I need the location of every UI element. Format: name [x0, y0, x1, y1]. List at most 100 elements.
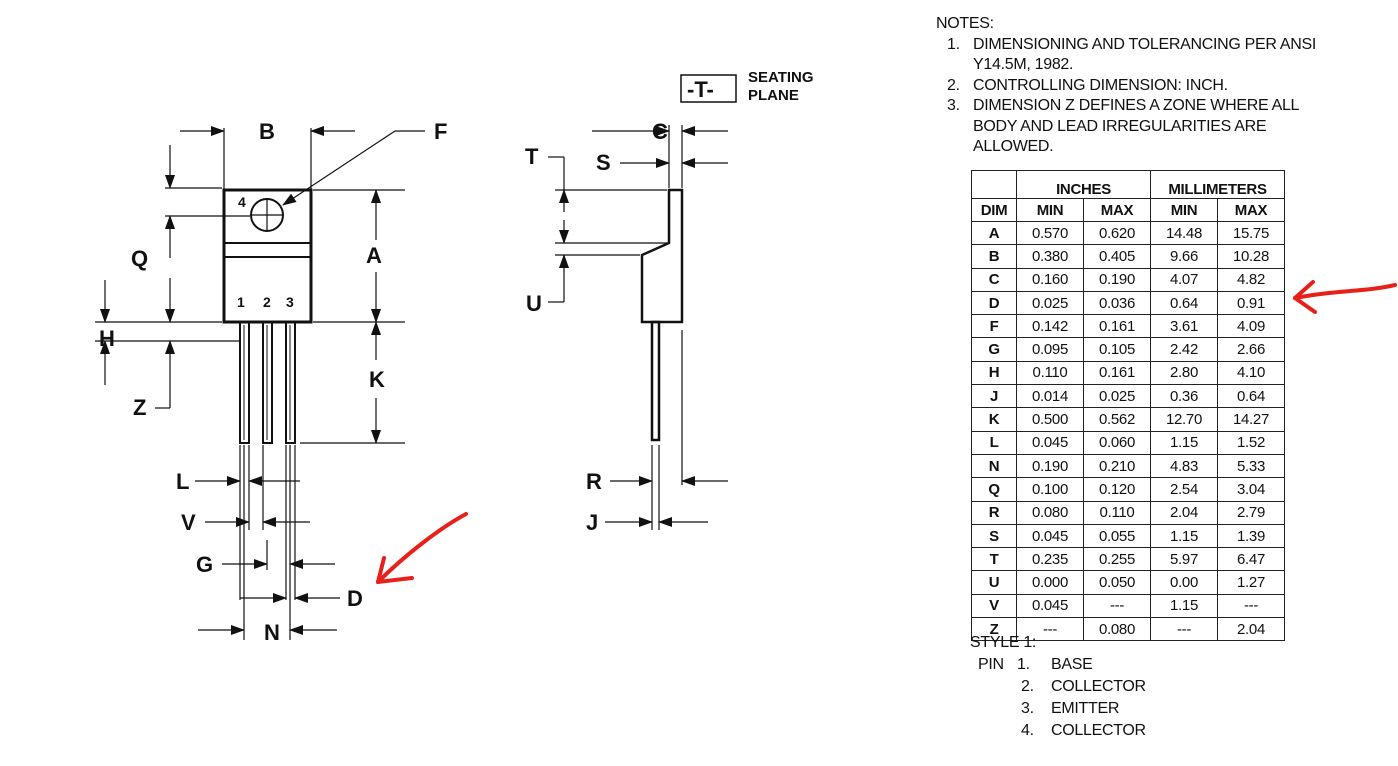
dim-letter-cell: U — [971, 570, 1017, 595]
red-annotation-arrow-table — [1293, 280, 1397, 314]
label-k: K — [369, 367, 385, 392]
pin-number-4: 4 — [238, 194, 246, 210]
dim-value-cell: 4.83 — [1150, 454, 1218, 479]
dim-value-cell: 0.105 — [1083, 337, 1151, 362]
dim-value-cell: 1.52 — [1217, 431, 1285, 455]
note-item: 3.DIMENSION Z DEFINES A ZONE WHERE ALL B… — [947, 97, 1299, 155]
dim-value-cell: 4.09 — [1217, 314, 1285, 339]
leads — [239, 321, 296, 444]
label-d: D — [347, 586, 363, 611]
dim-value-cell: 0.014 — [1016, 384, 1084, 409]
label-b: B — [259, 119, 275, 144]
group-header-inches: INCHES — [1016, 170, 1151, 199]
dim-letter-cell: H — [971, 361, 1017, 386]
pin-row: 2. COLLECTOR — [970, 676, 1146, 698]
dim-letter-cell: Z — [971, 617, 1017, 642]
dim-value-cell: 0.055 — [1083, 524, 1151, 549]
dim-value-cell: 0.110 — [1083, 501, 1151, 525]
pin-number: 1. — [1017, 656, 1030, 673]
pin-number-3: 3 — [286, 294, 294, 310]
dim-value-cell: 2.04 — [1217, 617, 1285, 642]
dim-value-cell: 2.80 — [1150, 361, 1218, 386]
label-t: T — [525, 144, 539, 169]
pin-row: 3. EMITTER — [970, 698, 1119, 720]
dim-value-cell: 0.161 — [1083, 361, 1151, 386]
label-c: C — [652, 119, 668, 144]
column-header-mm-min: MIN — [1150, 198, 1218, 222]
dim-value-cell: 0.210 — [1083, 454, 1151, 479]
label-r: R — [586, 469, 602, 494]
dim-letter-cell: F — [971, 314, 1017, 339]
dim-value-cell: 1.15 — [1150, 431, 1218, 455]
dim-value-cell: 6.47 — [1217, 547, 1285, 572]
dim-letter-cell: T — [971, 547, 1017, 572]
notes-heading: NOTES: — [936, 15, 994, 32]
note-item: 2.CONTROLLING DIMENSION: INCH. — [947, 76, 1228, 94]
label-h: H — [99, 326, 115, 351]
dim-letter-cell: Q — [971, 477, 1017, 502]
dim-value-cell: 1.27 — [1217, 570, 1285, 595]
dim-value-cell: 0.500 — [1016, 407, 1084, 432]
dim-value-cell: 0.060 — [1083, 431, 1151, 455]
dim-value-cell: 0.620 — [1083, 221, 1151, 246]
side-view — [548, 74, 737, 530]
dim-value-cell: 0.161 — [1083, 314, 1151, 339]
dim-value-cell: 0.045 — [1016, 431, 1084, 455]
column-header-in-max: MAX — [1083, 198, 1151, 222]
pin-row: 4. COLLECTOR — [970, 720, 1146, 742]
seating-plane-line2: PLANE — [748, 87, 799, 104]
dim-value-cell: 0.190 — [1016, 454, 1084, 479]
label-f: F — [434, 119, 447, 144]
dim-value-cell: 0.142 — [1016, 314, 1084, 339]
dim-value-cell: --- — [1150, 617, 1218, 642]
note-item: 1.DIMENSIONING AND TOLERANCING PER ANSI … — [947, 35, 1317, 74]
label-s: S — [596, 150, 611, 175]
pin-name: EMITTER — [1051, 700, 1120, 717]
notes-list: 1.DIMENSIONING AND TOLERANCING PER ANSI … — [936, 35, 1336, 158]
dim-value-cell: 0.380 — [1016, 244, 1084, 269]
dim-value-cell: 4.10 — [1217, 361, 1285, 386]
dim-letter-cell: A — [971, 221, 1017, 246]
dim-value-cell: 0.050 — [1083, 570, 1151, 595]
dim-value-cell: 3.04 — [1217, 477, 1285, 502]
dim-value-cell: 4.82 — [1217, 268, 1285, 292]
label-n: N — [264, 620, 280, 645]
dim-letter-cell: C — [971, 268, 1017, 292]
dim-letter-cell: V — [971, 594, 1017, 619]
column-header-dim: DIM — [971, 198, 1017, 222]
dim-value-cell: 14.27 — [1217, 407, 1285, 432]
dim-letter-cell: R — [971, 501, 1017, 525]
side-view-labels: C S T U R J -T- SEATING PLANE — [525, 69, 814, 535]
dim-value-cell: 0.095 — [1016, 337, 1084, 362]
label-z: Z — [133, 395, 146, 420]
dim-value-cell: 0.562 — [1083, 407, 1151, 432]
dim-value-cell: 0.160 — [1016, 268, 1084, 292]
front-view — [95, 126, 425, 640]
dim-letter-cell: N — [971, 454, 1017, 479]
dim-value-cell: --- — [1083, 594, 1151, 619]
label-j: J — [586, 510, 598, 535]
dim-value-cell: 2.66 — [1217, 337, 1285, 362]
dim-value-cell: 0.405 — [1083, 244, 1151, 269]
pin-name: COLLECTOR — [1051, 722, 1146, 739]
dim-value-cell: 0.255 — [1083, 547, 1151, 572]
pin-number-1: 1 — [237, 294, 245, 310]
pin-number: 4. — [1021, 722, 1034, 739]
dim-value-cell: --- — [1016, 617, 1084, 642]
pin-prefix: PIN — [978, 656, 1004, 673]
dim-z-arrows — [155, 340, 175, 409]
column-header-in-min: MIN — [1016, 198, 1084, 222]
dim-value-cell: 0.100 — [1016, 477, 1084, 502]
dim-value-cell: --- — [1217, 594, 1285, 619]
red-annotation-arrow-d — [376, 512, 468, 584]
